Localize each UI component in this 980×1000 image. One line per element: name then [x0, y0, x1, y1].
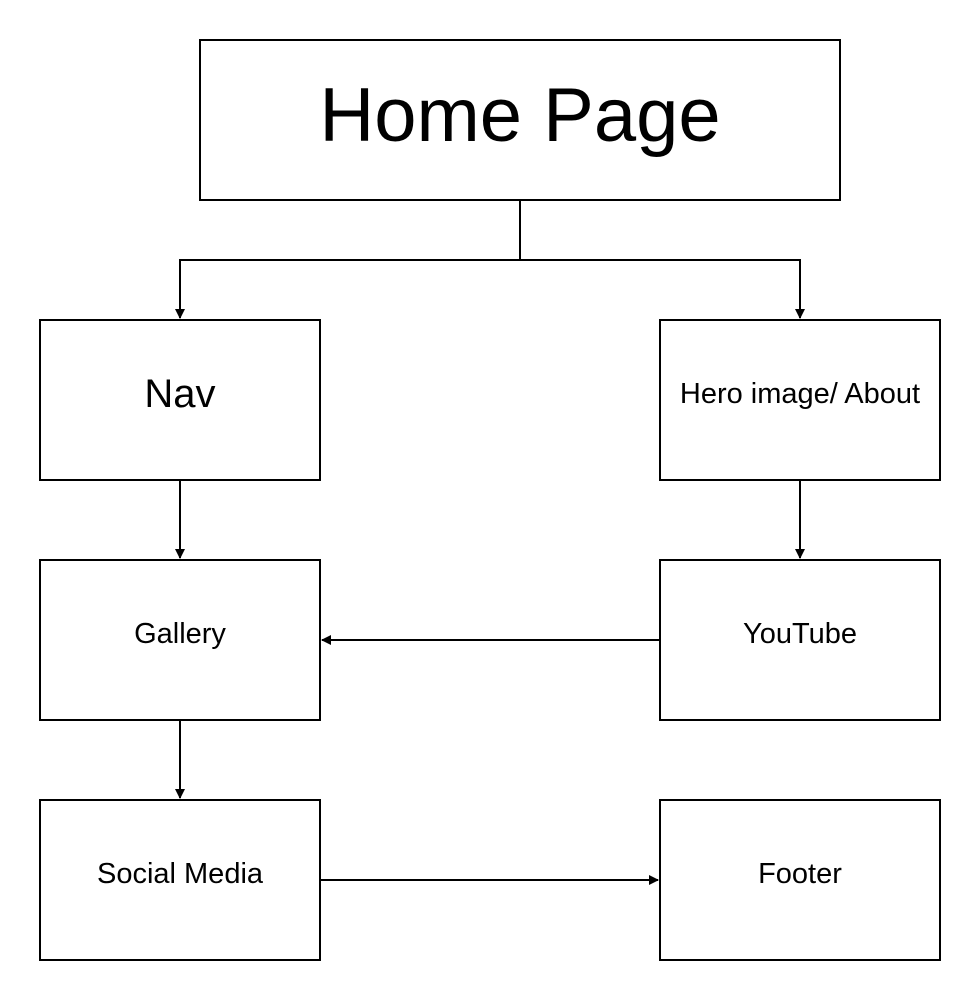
- node-hero-about: Hero image/ About: [659, 319, 941, 481]
- edge-home-to-nav: [175, 201, 521, 319]
- node-nav: Nav: [39, 319, 321, 481]
- edge-home-to-hero: [520, 259, 805, 319]
- node-hero-about-label: Hero image/ About: [679, 377, 921, 410]
- node-footer-label: Footer: [758, 858, 842, 890]
- node-nav-label: Nav: [144, 371, 216, 416]
- node-home-page-label: Home Page: [319, 72, 721, 158]
- node-youtube-label: YouTube: [743, 618, 857, 650]
- node-social-media: Social Media: [39, 799, 321, 961]
- node-youtube: YouTube: [659, 559, 941, 721]
- node-home-page: Home Page: [199, 39, 841, 201]
- node-gallery-label: Gallery: [134, 618, 226, 650]
- node-footer: Footer: [659, 799, 941, 961]
- node-gallery: Gallery: [39, 559, 321, 721]
- node-social-media-label: Social Media: [96, 858, 264, 890]
